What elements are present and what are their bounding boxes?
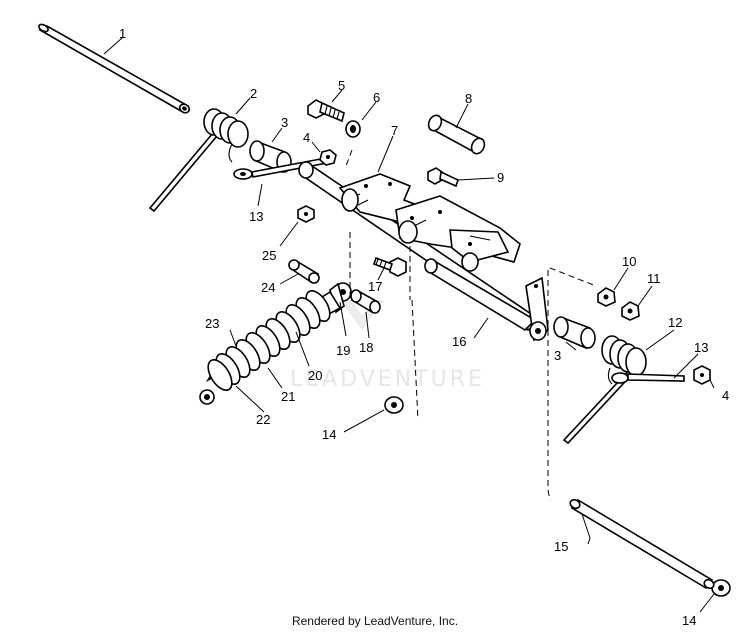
part-7-bracket bbox=[338, 173, 521, 272]
callout-9: 9 bbox=[497, 170, 504, 185]
part-9-bolt bbox=[427, 167, 459, 188]
part-14-washer bbox=[384, 396, 404, 414]
part-15-tube bbox=[569, 498, 715, 590]
part-17-bolt bbox=[372, 256, 407, 277]
part-18-sleeve bbox=[350, 289, 381, 314]
callout-17: 17 bbox=[368, 279, 382, 294]
part-2-torsion-spring bbox=[148, 108, 249, 213]
callout-14: 14 bbox=[322, 427, 336, 442]
part-8-roller bbox=[427, 114, 486, 155]
callout-11: 11 bbox=[647, 271, 661, 286]
callout-1: 1 bbox=[119, 26, 126, 41]
callout-4: 4 bbox=[303, 130, 310, 145]
part-11-nut bbox=[621, 301, 640, 321]
callout-20: 20 bbox=[308, 368, 322, 383]
part-13-eye-bolt-right bbox=[611, 372, 685, 384]
callout-2: 2 bbox=[250, 86, 257, 101]
callout-3-right: 3 bbox=[554, 348, 561, 363]
part-5-bolt bbox=[307, 99, 345, 123]
part-4-nut bbox=[319, 149, 337, 166]
part-3-bushing-right bbox=[553, 316, 596, 350]
leader-lines bbox=[103, 37, 715, 613]
callout-25: 25 bbox=[262, 248, 276, 263]
assembly-guide-lines bbox=[345, 149, 597, 501]
callout-15: 15 bbox=[554, 539, 568, 554]
part-shock-absorber-assembly bbox=[199, 282, 352, 405]
part-1-tube bbox=[38, 23, 191, 114]
callout-22: 22 bbox=[256, 412, 270, 427]
callout-18: 18 bbox=[359, 340, 373, 355]
callout-5: 5 bbox=[338, 78, 345, 93]
callout-7: 7 bbox=[391, 123, 398, 138]
callout-13-right: 13 bbox=[694, 340, 708, 355]
callout-10: 10 bbox=[622, 254, 636, 269]
callout-21: 21 bbox=[281, 389, 295, 404]
callout-labels: 1 2 3 4 5 6 7 8 9 10 11 12 13 13 14 14 1… bbox=[119, 26, 729, 628]
watermark-text: LEADVENTURE bbox=[290, 367, 485, 392]
part-12-torsion-spring bbox=[562, 335, 647, 445]
part-14-washer-right bbox=[711, 579, 731, 597]
callout-3: 3 bbox=[281, 115, 288, 130]
footer-credit: Rendered by LeadVenture, Inc. bbox=[291, 614, 459, 628]
part-25-nut bbox=[297, 205, 315, 223]
callout-16: 16 bbox=[452, 334, 466, 349]
part-4-nut-right bbox=[693, 365, 711, 385]
part-link-plate bbox=[525, 276, 549, 342]
callout-23: 23 bbox=[205, 316, 219, 331]
part-10-nut bbox=[597, 287, 616, 307]
callout-13: 13 bbox=[249, 209, 263, 224]
part-24-spacer bbox=[288, 259, 320, 284]
callout-24: 24 bbox=[261, 280, 275, 295]
callout-12: 12 bbox=[668, 315, 682, 330]
part-6-washer bbox=[345, 120, 361, 138]
callout-14-right: 14 bbox=[682, 613, 696, 628]
callout-4-right: 4 bbox=[722, 388, 729, 403]
part-20-coil-spring bbox=[207, 290, 331, 391]
callout-8: 8 bbox=[465, 91, 472, 106]
callout-19: 19 bbox=[336, 343, 350, 358]
callout-6: 6 bbox=[373, 90, 380, 105]
